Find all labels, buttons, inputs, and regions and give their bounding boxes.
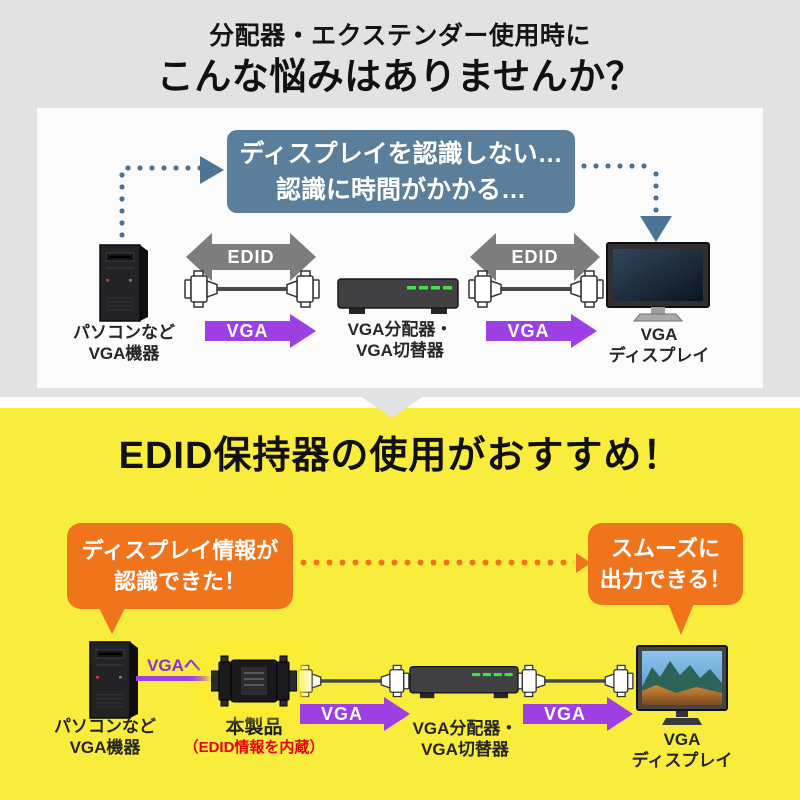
splitter-label: VGA分配器・ VGA切替器 <box>412 719 518 759</box>
display-label: VGA ディスプレイ <box>631 730 733 770</box>
vga-connection-line <box>136 676 214 681</box>
arrow-right-tip-icon <box>290 314 316 348</box>
edid-arrow-label: EDID <box>227 246 275 267</box>
pc-tower-icon <box>99 244 148 322</box>
dotted-line-bubble-to-bubble <box>300 559 574 566</box>
pc-tower-icon <box>89 641 138 719</box>
vga-cable-icon <box>468 270 604 308</box>
vga-flow-arrow: VGA <box>523 697 633 731</box>
vga-flow-arrow: VGA <box>300 697 410 731</box>
vga-to-label: VGAへ <box>147 656 201 675</box>
vga-display-icon <box>636 645 728 725</box>
dotted-line-pc-to-box <box>119 172 125 244</box>
display-label: VGA ディスプレイ <box>608 325 710 365</box>
arrow-right-tip-icon <box>384 697 410 731</box>
problem-title-line1: 分配器・エクステンダー使用時に <box>209 22 591 50</box>
vga-flow-arrow: VGA <box>486 314 597 348</box>
dotted-line-box-to-display-vertical <box>653 171 659 217</box>
edid-keeper-product-icon <box>210 655 298 707</box>
arrow-down-icon <box>640 216 672 242</box>
vga-arrow-label: VGA <box>226 320 269 341</box>
problem-speech-line1: ディスプレイを認識しない… <box>239 139 563 168</box>
vga-cable-icon <box>292 664 410 698</box>
vga-arrow-label: VGA <box>320 703 363 724</box>
edid-double-arrow: EDID <box>186 233 316 281</box>
smooth-output-speech-bubble: スムーズに 出力できる！ <box>588 523 743 605</box>
vga-flow-arrow: VGA <box>205 314 316 348</box>
vga-splitter-icon <box>409 666 519 699</box>
section-pointer-notch <box>360 396 424 418</box>
dotted-line-pc-to-box-horizontal <box>125 165 201 171</box>
splitter-label: VGA分配器・ VGA切替器 <box>347 320 453 360</box>
problem-speech-box: ディスプレイを認識しない… 認識に時間がかかる… <box>227 130 575 213</box>
problem-speech-line2: 認識に時間がかかる… <box>275 175 526 204</box>
vga-splitter-icon <box>337 278 459 314</box>
arrow-right-tip-icon <box>607 697 633 731</box>
recognized-speech-bubble: ディスプレイ情報が 認識できた！ <box>67 523 293 609</box>
edid-arrow-label: EDID <box>511 246 559 267</box>
product-label: 本製品 <box>225 717 283 738</box>
arrow-right-icon <box>576 553 591 573</box>
arrow-right-icon <box>200 156 224 184</box>
vga-arrow-label: VGA <box>507 320 550 341</box>
pc-label: パソコンなど VGA機器 <box>73 323 175 363</box>
arrow-right-tip-icon <box>571 314 597 348</box>
dotted-line-box-to-display-horizontal <box>581 163 653 169</box>
product-glow <box>210 654 298 708</box>
product-note-label: （EDID情報を内蔵） <box>183 739 325 756</box>
vga-cable-icon <box>184 270 320 308</box>
vga-display-icon <box>606 242 710 322</box>
speech-bubble-tail-icon <box>667 601 695 635</box>
speech-bubble-tail-icon <box>98 606 126 634</box>
vga-arrow-label: VGA <box>543 703 586 724</box>
pc-label: パソコンなど VGA機器 <box>54 717 156 757</box>
problem-title-line2: こんな悩みはありませんか？ <box>156 56 644 97</box>
vga-cable-icon <box>516 664 634 698</box>
solution-title: EDID保持器の使用がおすすめ！ <box>118 435 682 477</box>
